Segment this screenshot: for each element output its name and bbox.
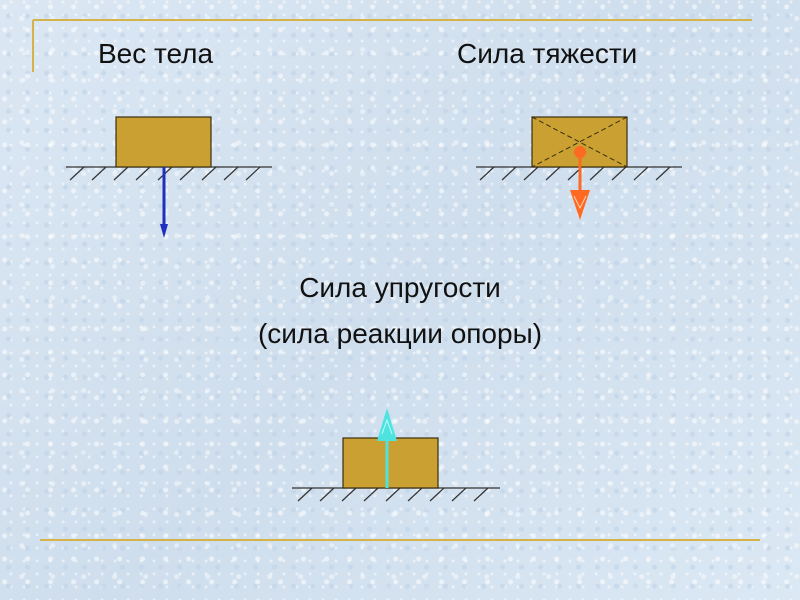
- ground-3: [292, 487, 500, 502]
- down-arrow-icon: [570, 152, 590, 220]
- reaction-diagram: [292, 408, 500, 502]
- down-arrow-icon: [160, 167, 168, 238]
- label-elastic-force: Сила упругости: [299, 272, 501, 303]
- block-diagonals: [531, 116, 628, 168]
- label-support-reaction: (сила реакции опоры): [257, 318, 543, 349]
- up-arrow-icon: [377, 408, 397, 488]
- ground-1: [66, 166, 272, 181]
- block-3: [342, 437, 439, 489]
- weight-diagram: [66, 116, 272, 238]
- label-gravity-force: Сила тяжести: [457, 38, 638, 69]
- block-1: [115, 116, 212, 168]
- gravity-diagram: [476, 116, 682, 220]
- label-body-weight: Вес тела: [98, 38, 214, 69]
